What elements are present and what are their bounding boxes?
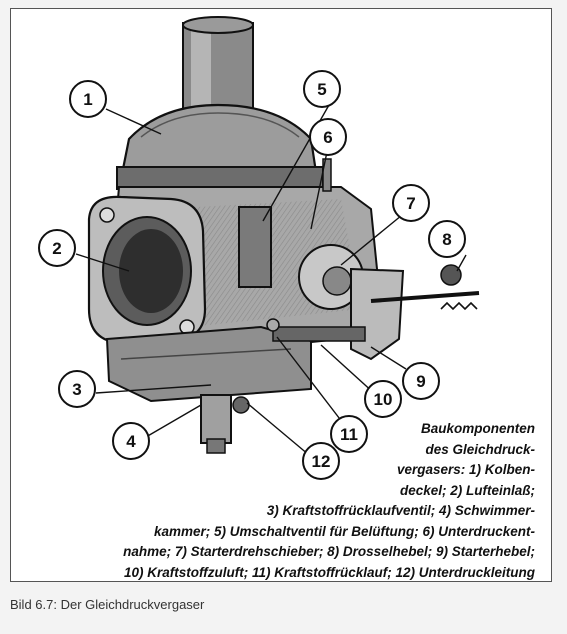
legend-line: Baukomponenten xyxy=(420,421,535,436)
callout-4: 4 xyxy=(112,422,150,460)
callout-11-label: 11 xyxy=(340,425,358,444)
linkage-drawing xyxy=(238,158,480,361)
legend-line: 3) Kraftstoffrücklaufventil; 4) Schwimme… xyxy=(266,503,535,518)
callout-10-label: 10 xyxy=(374,390,393,409)
callout-7-label: 7 xyxy=(406,194,415,213)
callout-6-label: 6 xyxy=(323,128,332,147)
callout-9-label: 9 xyxy=(416,372,425,391)
callout-3-label: 3 xyxy=(72,380,81,399)
figure-frame: 1 2 3 4 5 6 7 8 xyxy=(10,8,552,582)
callout-8-label: 8 xyxy=(442,230,451,249)
callout-9: 9 xyxy=(402,362,440,400)
callout-4-label: 4 xyxy=(126,432,136,451)
callout-8: 8 xyxy=(428,220,466,258)
callout-1: 1 xyxy=(69,80,107,118)
piston-cover-drawing xyxy=(116,16,324,190)
callout-10: 10 xyxy=(364,380,402,418)
callout-2-label: 2 xyxy=(52,239,61,258)
callout-5: 5 xyxy=(303,70,341,108)
callout-3: 3 xyxy=(58,370,96,408)
legend-line: kammer; 5) Umschaltventil für Belüftung;… xyxy=(153,523,535,539)
carburetor-illustration: 1 2 3 4 5 6 7 8 xyxy=(38,16,480,480)
callout-12-label: 12 xyxy=(312,452,331,471)
legend-line: 10) Kraftstoffzuluft; 11) Kraftstoffrück… xyxy=(123,564,535,580)
figure-caption: Bild 6.7: Der Gleichdruckvergaser xyxy=(10,597,205,612)
legend-text: Baukomponenten des Gleichdruck- vergaser… xyxy=(15,419,535,583)
callout-11: 11 xyxy=(330,415,368,453)
callout-12: 12 xyxy=(302,442,340,480)
legend-line: nahme; 7) Starterdrehschieber; 8) Drosse… xyxy=(123,544,535,559)
float-chamber-drawing xyxy=(105,325,312,454)
legend-line: vergasers: 1) Kolben- xyxy=(396,462,535,477)
air-inlet-drawing xyxy=(87,195,207,345)
callout-2: 2 xyxy=(38,229,76,267)
callout-6: 6 xyxy=(309,118,347,156)
callout-7: 7 xyxy=(392,184,430,222)
legend-line: deckel; 2) Lufteinlaß; xyxy=(399,482,535,498)
callout-1-label: 1 xyxy=(83,90,92,109)
legend-line: des Gleichdruck- xyxy=(425,441,535,457)
callout-5-label: 5 xyxy=(317,80,326,99)
